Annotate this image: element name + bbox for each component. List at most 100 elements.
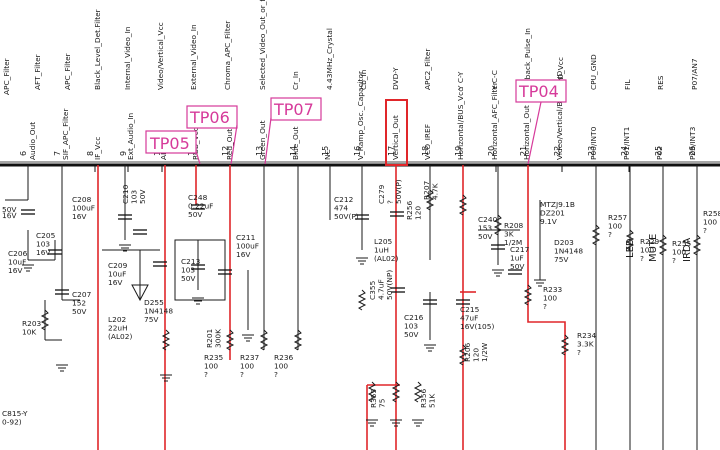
resistor-zigzag — [40, 309, 50, 331]
top-signal-label: CPU_GND — [589, 54, 598, 90]
pin-numbers: 67891011121314151617181920212223242526 — [19, 146, 697, 156]
lower-signal-label: Green_Out — [258, 120, 267, 160]
component-label-r356: R35651K — [419, 388, 437, 408]
pin-number: 12 — [221, 146, 230, 156]
resistor-zigzag — [658, 234, 668, 256]
lower-signal-label: AB — [159, 150, 168, 160]
component-label-c355: C3554.7uF50V(NP) — [368, 270, 394, 300]
pin-number: 25 — [654, 146, 663, 156]
top-signal-label: APC_Filter — [63, 52, 72, 90]
pin-number: 26 — [688, 146, 697, 156]
top-signal-label: Selected_Video_Out_or_fsc_Out — [258, 0, 267, 90]
test-point-tp04: TP04 — [515, 79, 567, 165]
resistor-zigzag — [259, 329, 269, 351]
lower-signal-label: Ext_Audio_In — [126, 112, 135, 160]
ground-symbols — [22, 244, 546, 427]
lower-signal-label: Audio_Out — [28, 122, 37, 160]
lower-signal-label: Horizontal/BUS_Vcc — [456, 88, 465, 160]
top-signal-label: Chroma_APC_Filter — [223, 20, 232, 90]
resistor-zigzag — [425, 189, 435, 211]
component-label-r206: R2061201/2W — [463, 342, 489, 362]
pin-number: 18 — [421, 146, 430, 156]
top-signal-label: Video/Vertical_Vcc — [156, 22, 165, 90]
capacitor-symbols — [21, 204, 522, 305]
component-label-c279: C279?50V(P) — [377, 179, 403, 204]
component-label-c_left_top2: 16V — [2, 211, 17, 220]
pin-number: 20 — [487, 146, 496, 156]
top-signal-label: Cr_In — [291, 71, 300, 90]
top-signal-label: APC2_Filter — [423, 48, 432, 90]
pin-number: 9 — [119, 151, 128, 156]
lower-signal-label: P02 — [655, 146, 664, 160]
pin-number: 7 — [53, 151, 62, 156]
lower-signal-label: P00/INT0 — [589, 126, 598, 160]
lower-signal-label: Video/Vertical/BUS_GND — [555, 71, 564, 160]
component-label-r207: R2074.7K — [422, 180, 440, 200]
top-signal-label: DVD-Y — [391, 67, 400, 90]
resistor-zigzag — [357, 289, 367, 311]
top-signal-label: External_Video_In — [189, 24, 198, 90]
pin-number: 14 — [289, 146, 298, 156]
pin-number: 8 — [86, 151, 95, 156]
resistor-zigzag — [591, 224, 601, 246]
resistor-zigzag — [625, 229, 635, 251]
lower-signal-label: SIF_APC_Filter — [61, 108, 70, 160]
pin-number: 17 — [387, 146, 396, 156]
pin-number: 19 — [454, 146, 463, 156]
resistor-zigzag — [493, 214, 503, 236]
pin-number: 13 — [255, 146, 264, 156]
resistor-zigzag — [560, 334, 570, 356]
component-label-r256: R256120 — [405, 200, 423, 220]
schematic-wiring — [5, 165, 698, 450]
pin-number: 22 — [553, 146, 562, 156]
resistor-zigzag — [692, 234, 702, 256]
svg-text:TP06: TP06 — [189, 108, 230, 127]
lower-signal-label: Blue_Out — [291, 126, 300, 160]
pin-number: 21 — [519, 146, 528, 156]
top-signal-label: CCD_Vcc — [556, 57, 565, 90]
pin-number: 16 — [353, 146, 362, 156]
top-signal-label: Y C-Y — [456, 71, 465, 91]
top-signal-label: Y C-C — [490, 70, 499, 91]
label-irda: IRDA — [682, 238, 693, 262]
resistor-zigzag — [523, 284, 533, 306]
top-signal-label: 4.43MHz_Crystal — [325, 28, 334, 90]
lower-signal-label: V_Ramp_Osc._Capacitor — [356, 70, 365, 160]
svg-text:TP05: TP05 — [149, 134, 190, 153]
top-signal-label: Internal_Video_In — [123, 26, 132, 90]
top-signal-label: Flyback_Pulse_In — [523, 28, 532, 90]
test-point-tp07: TP07 — [264, 97, 322, 165]
resistor-zigzag — [225, 329, 235, 351]
resistor-zigzag — [391, 381, 401, 403]
resistor-zigzag — [293, 329, 303, 351]
label-led: LED — [625, 238, 636, 258]
lower-signal-label: VCO_IREF — [423, 124, 432, 160]
resistor-symbols — [40, 189, 702, 403]
component-label-r201: R201300K — [205, 328, 223, 348]
